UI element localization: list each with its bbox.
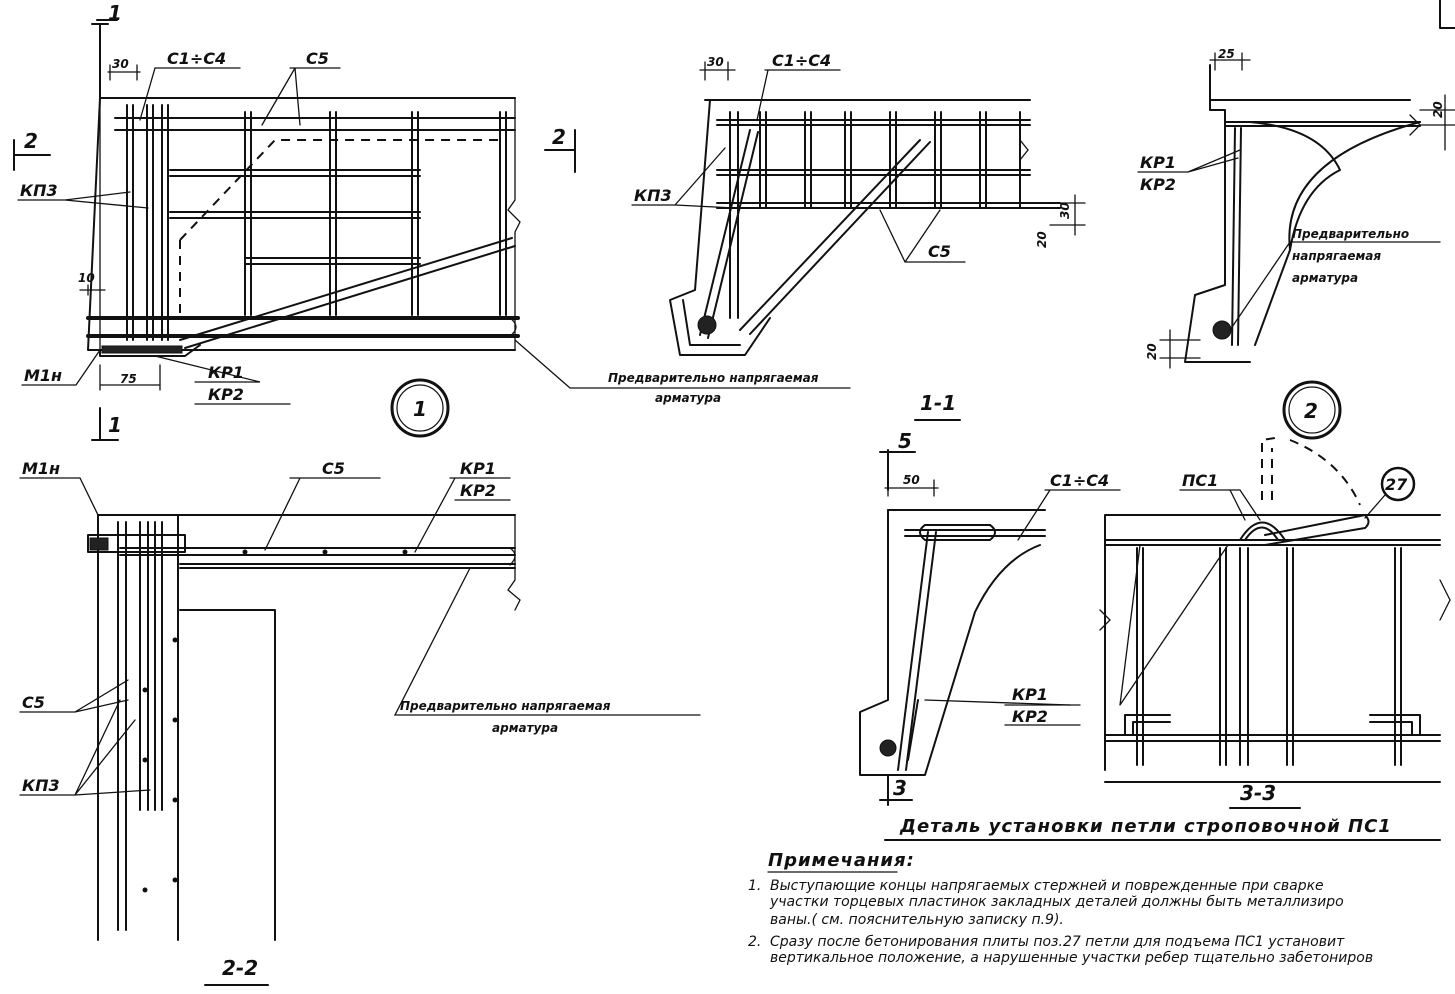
section-mark-5: 5 (898, 429, 912, 453)
notes-block: Примечания: 1. Выступающие концы напряга… (748, 850, 1373, 966)
section-mark-1-top: 1 (108, 1, 122, 25)
view-title-2-2: 2-2 (222, 956, 258, 980)
label-prestressed-3-l1: Предварительно напрягаемая (400, 699, 611, 713)
dim-30-a: 30 (112, 57, 129, 71)
note-2-line-2: вертикальное положение, а нарушенные уча… (770, 950, 1373, 966)
label-kr2-view2: КР2 (1140, 175, 1176, 194)
label-prestressed-1-l2: арматура (655, 391, 721, 405)
label-c1c4-view11: C1÷C4 (772, 51, 831, 70)
note-2-line-1: Сразу после бетонирования плиты поз.27 п… (770, 934, 1345, 950)
dim-75: 75 (120, 372, 137, 386)
dim-25: 25 (1218, 47, 1235, 61)
label-kr1-view2: КР1 (1140, 153, 1176, 172)
dim-20-a: 20 (1035, 231, 1049, 248)
label-kr1-view33: КР1 (1012, 685, 1048, 704)
label-prestressed-1-l1: Предварительно напрягаемая (608, 371, 819, 385)
label-c5-view11: C5 (928, 242, 951, 261)
label-m1n-view1: М1н (24, 366, 62, 385)
label-c1c4-view1: C1÷C4 (167, 49, 226, 68)
note-1-line-1: Выступающие концы напрягаемых стержней и… (770, 878, 1324, 894)
section-mark-2-left: 2 (24, 129, 38, 153)
dim-20-b: 20 (1431, 101, 1445, 118)
view-1-plan: 1 1 2 2 30 10 75 C1÷C4 C5 КП3 М1н КР1 КР… (13, 1, 851, 441)
note-1-number: 1. (748, 878, 761, 894)
dim-50: 50 (903, 473, 920, 487)
section-mark-2-right: 2 (552, 125, 566, 149)
dim-10: 10 (78, 271, 95, 285)
callout-circle-2: 2 (1304, 399, 1318, 423)
label-prestressed-2-l3: арматура (1292, 271, 1358, 285)
label-c1c4-view33: C1÷C4 (1050, 471, 1109, 490)
label-kr2-view1: КР2 (208, 385, 244, 404)
label-kp3-view22: КП3 (22, 776, 60, 795)
detail-title: Деталь установки петли строповочной ПС1 (899, 816, 1392, 837)
dim-30-c: 30 (1058, 202, 1072, 219)
view-2-detail: 25 20 20 КР1 КР2 Предварительно напрягае… (1137, 0, 1455, 440)
dim-20-c: 20 (1145, 343, 1159, 360)
view-title-1-1: 1-1 (920, 391, 956, 415)
callout-circle-1: 1 (413, 397, 427, 421)
note-2-number: 2. (748, 934, 761, 950)
label-kr2-view22: КР2 (460, 481, 496, 500)
view-2-2-section: М1н C5 КР1 КР2 C5 КП3 Предварительно нап… (19, 459, 701, 986)
notes-heading: Примечания: (768, 850, 915, 871)
label-kp3-view1: КП3 (20, 181, 58, 200)
label-prestressed-3-l2: арматура (492, 721, 558, 735)
label-c5-view1: C5 (306, 49, 329, 68)
view-1-1-section: 30 30 20 C1÷C4 КП3 C5 1-1 (631, 51, 1086, 421)
label-c5-view22: C5 (322, 459, 345, 478)
label-prestressed-2-l1: Предварительно (1292, 227, 1409, 241)
label-kp3-view11: КП3 (634, 186, 672, 205)
label-prestressed-2-l2: напрягаемая (1292, 249, 1381, 263)
callout-circle-27: 27 (1385, 475, 1408, 494)
view-3-3-detail: 5 3 50 C1÷C4 ПС1 КР1 КР2 27 3-3 Деталь у… (859, 429, 1451, 841)
label-kr2-view33: КР2 (1012, 707, 1048, 726)
label-ps1: ПС1 (1182, 471, 1218, 490)
label-kr1-view1: КР1 (208, 363, 244, 382)
section-mark-3: 3 (893, 776, 907, 800)
note-1-line-2: участки торцевых пластинок закладных дет… (769, 894, 1344, 910)
label-kr1-view22: КР1 (460, 459, 496, 478)
section-mark-1-bottom: 1 (108, 413, 122, 437)
view-title-3-3: 3-3 (1240, 781, 1276, 805)
dim-30-b: 30 (707, 55, 724, 69)
label-m1n-view22: М1н (22, 459, 60, 478)
note-1-line-3: ваны.( см. пояснительную записку п.9). (770, 912, 1064, 928)
label-c5-view22-side: C5 (22, 693, 45, 712)
